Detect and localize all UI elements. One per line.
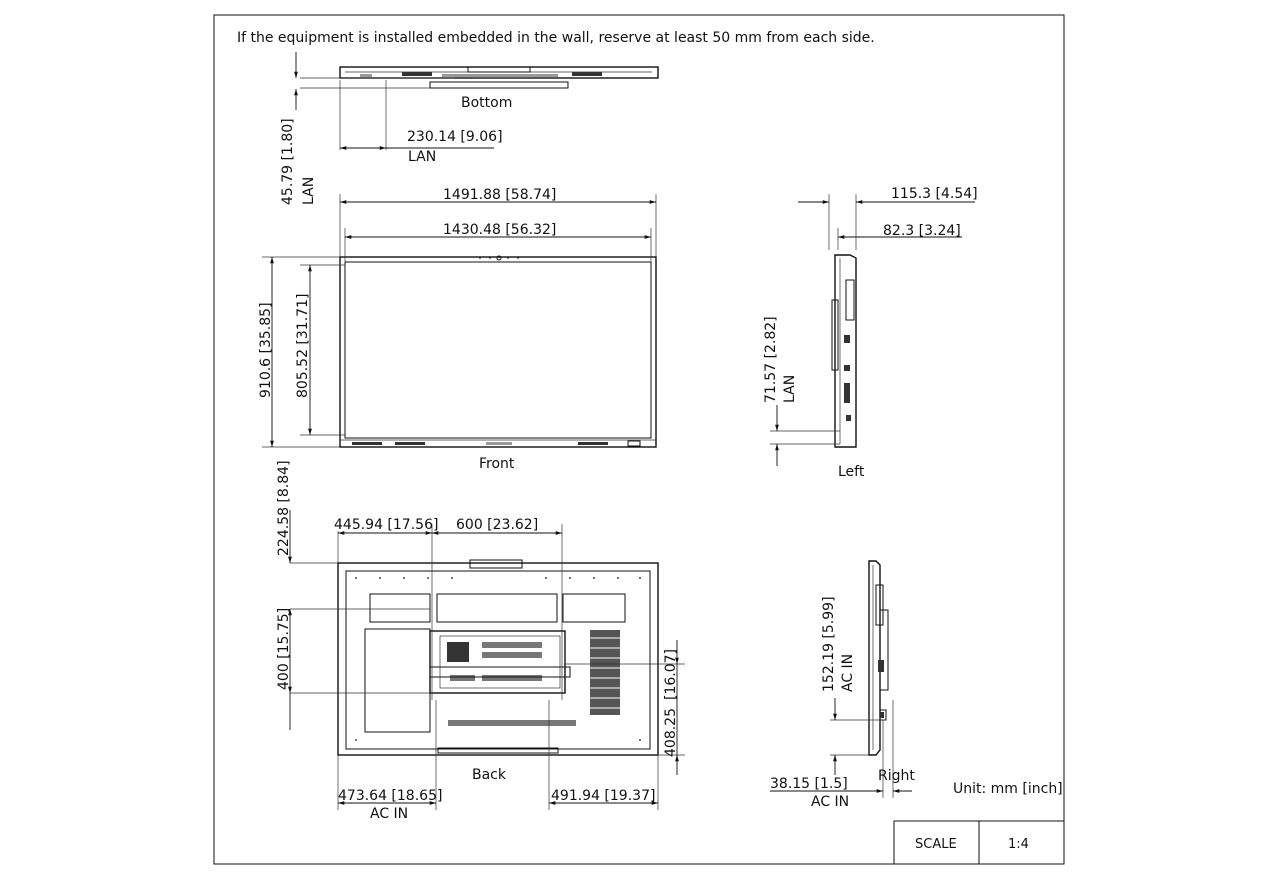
dim-right-acin-height-label: AC IN <box>840 654 856 692</box>
dim-right-acin-height: 152.19 [5.99] <box>821 596 837 692</box>
label-left: Left <box>838 464 865 480</box>
dim-back-vesa-width: 600 [23.62] <box>456 517 538 533</box>
dim-right-acin-depth-label: AC IN <box>811 794 849 810</box>
dim-front-height-inner: 805.52 [31.71] <box>295 294 311 398</box>
dim-back-acin-left-label: AC IN <box>370 806 408 822</box>
bottom-view <box>300 66 659 150</box>
dim-back-right-upper: [16.07] <box>663 649 679 700</box>
dim-left-lan-label: LAN <box>782 375 798 403</box>
dim-bottom-depth-label: LAN <box>301 177 317 205</box>
unit-label: Unit: mm [inch] <box>953 781 1063 797</box>
label-back: Back <box>472 767 507 783</box>
dim-front-width-inner: 1430.48 [56.32] <box>443 222 556 238</box>
dim-back-vesa-height: 400 [15.75] <box>276 608 292 690</box>
scale-value: 1:4 <box>1008 837 1029 852</box>
dim-front-height-outer: 910.6 [35.85] <box>258 302 274 398</box>
dim-left-depth-outer: 115.3 [4.54] <box>891 186 978 202</box>
dim-bottom-lan-label: LAN <box>408 149 436 165</box>
label-bottom: Bottom <box>461 95 512 111</box>
dim-bottom-depth: 45.79 [1.80] <box>280 118 296 205</box>
scale-label: SCALE <box>915 837 957 852</box>
dim-back-right-lower: 408.25 <box>663 708 679 757</box>
left-view <box>770 194 975 466</box>
label-front: Front <box>479 456 515 472</box>
dim-back-acin-left: 473.64 [18.65] <box>338 788 442 804</box>
dim-back-top-offset: 224.58 [8.84] <box>276 460 292 556</box>
back-view <box>288 510 685 810</box>
front-view <box>262 194 657 448</box>
dim-front-width-outer: 1491.88 [58.74] <box>443 187 556 203</box>
right-view <box>770 560 912 798</box>
dim-right-acin-depth: 38.15 [1.5] <box>770 776 848 792</box>
install-note: If the equipment is installed embedded i… <box>237 30 875 46</box>
title-block <box>893 820 1065 865</box>
dim-left-lan-height: 71.57 [2.82] <box>763 316 779 403</box>
dim-back-left-offset: 445.94 [17.56] <box>334 517 438 533</box>
dim-back-right-bottom: 491.94 [19.37] <box>551 788 655 804</box>
drawing-frame <box>213 14 1065 865</box>
dim-left-depth-inner: 82.3 [3.24] <box>883 223 961 239</box>
label-right: Right <box>878 768 915 784</box>
dim-bottom-lan-width: 230.14 [9.06] <box>407 129 503 145</box>
